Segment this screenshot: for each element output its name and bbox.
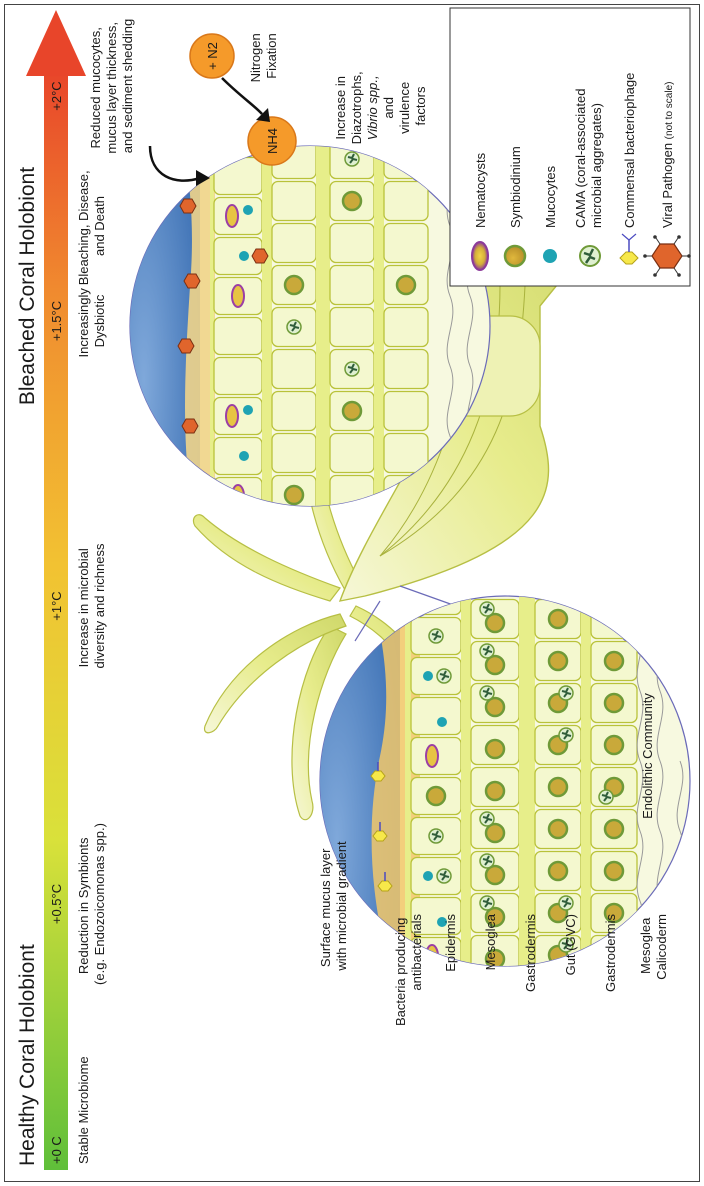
figure-frame <box>4 4 700 1182</box>
